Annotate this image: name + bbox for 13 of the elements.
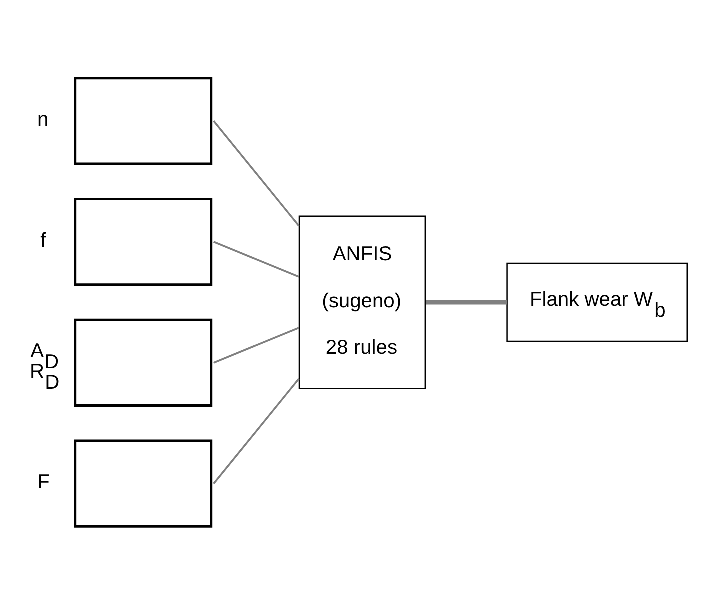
node-box [74,440,213,528]
connector [213,120,300,227]
connector [213,378,300,484]
node-label: F [38,472,50,494]
connector [214,241,300,278]
node-box [74,198,213,286]
connector [214,327,300,364]
node-label: n [38,108,49,131]
node-label: f [40,230,46,252]
node-box [74,77,213,166]
node-box: ANFIS (sugeno) 28 rules [298,216,426,390]
node-box [74,318,213,408]
connector [426,300,507,305]
